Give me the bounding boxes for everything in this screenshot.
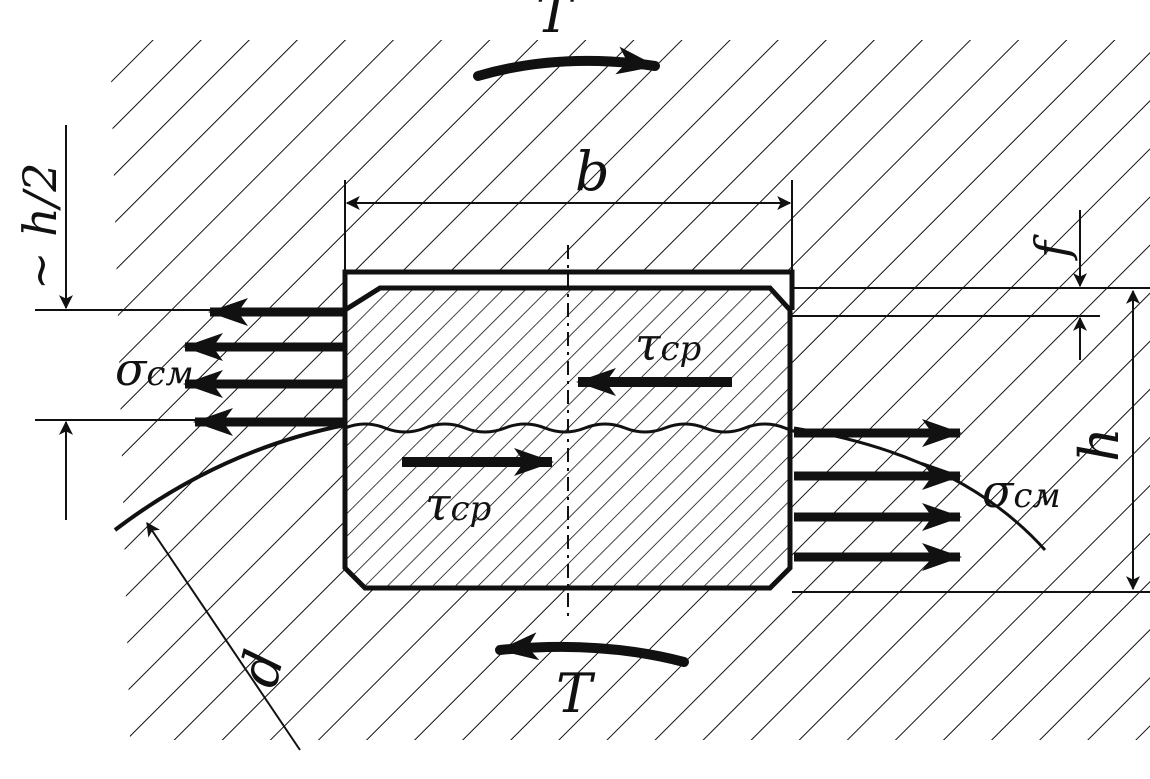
keyway-outline — [342, 269, 795, 310]
label-shear-upper: τср — [635, 317, 701, 371]
dimension-b — [344, 180, 793, 272]
dimension-h — [792, 287, 1150, 593]
label-crush-left: σсм — [115, 342, 194, 396]
torque-arrow-bottom-icon — [495, 632, 689, 667]
crush-profile-right — [793, 426, 1047, 552]
label-torque-top: T — [536, 0, 576, 45]
label-crush-right: σсм — [982, 464, 1061, 518]
label-height: h — [1068, 427, 1131, 462]
dimension-diameter — [146, 522, 301, 751]
shaft-arc — [113, 423, 346, 532]
label-half-height: ~ h/2 — [13, 162, 67, 290]
torque-arrow-top-icon — [473, 46, 660, 81]
crush-arrows-left — [183, 298, 343, 436]
label-torque-bottom: T — [556, 662, 596, 725]
dimension-f — [792, 210, 1100, 360]
label-width: b — [575, 140, 610, 203]
shear-plane — [344, 422, 801, 434]
label-shear-lower: τср — [425, 477, 491, 531]
